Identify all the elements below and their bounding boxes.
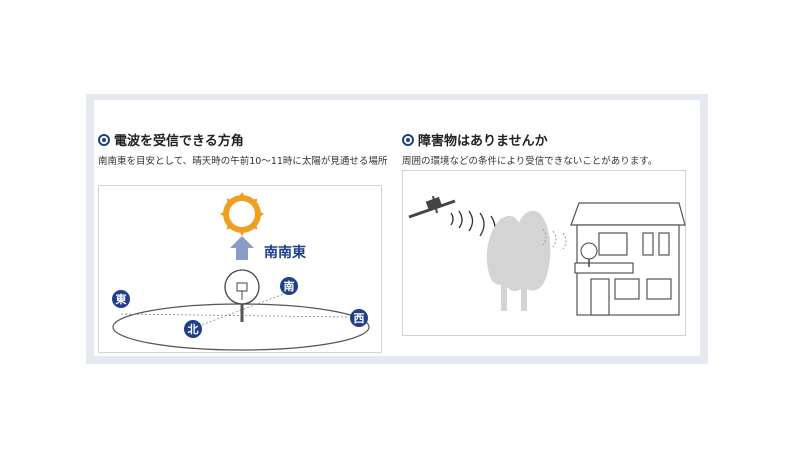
compass-north-badge: 北 [184, 320, 202, 338]
obstacle-section-title: 障害物はありませんか [402, 130, 548, 149]
svg-text:北: 北 [188, 322, 199, 336]
svg-text:西: 西 [354, 312, 365, 325]
target-bullet-icon [98, 133, 110, 146]
obstacle-title-text: 障害物はありませんか [418, 134, 548, 149]
direction-diagram: 南南東 東 南 北 西 [112, 192, 370, 351]
direction-title-text: 電波を受信できる方角 [114, 134, 244, 149]
obstacle-diagram [408, 195, 686, 316]
direction-description: 南南東を目安として、晴天時の午前10〜11時に太陽が見通せる場所 [98, 156, 388, 167]
obstacle-tree [486, 210, 551, 311]
compass-east-badge: 東 [112, 290, 130, 308]
sun-icon [220, 192, 264, 236]
obstacle-description: 周囲の環境などの条件により受信できないことがあります。 [402, 156, 658, 167]
svg-text:南: 南 [284, 279, 295, 293]
svg-text:東: 東 [116, 292, 128, 306]
direction-section-title: 電波を受信できる方角 [98, 130, 244, 149]
compass-south-badge: 南 [280, 277, 298, 295]
satellite-icon [408, 195, 456, 219]
compass-west-badge: 西 [350, 309, 368, 327]
antenna-icon [224, 269, 260, 322]
direction-diagram-panel: 南南東 東 南 北 西 [98, 185, 382, 353]
obstacle-diagram-panel [402, 170, 686, 336]
house-antenna-icon [580, 242, 598, 267]
house-icon [570, 202, 686, 316]
target-bullet-icon [402, 133, 414, 146]
direction-label: 南南東 [264, 244, 306, 261]
arrow-up-icon [230, 236, 254, 260]
